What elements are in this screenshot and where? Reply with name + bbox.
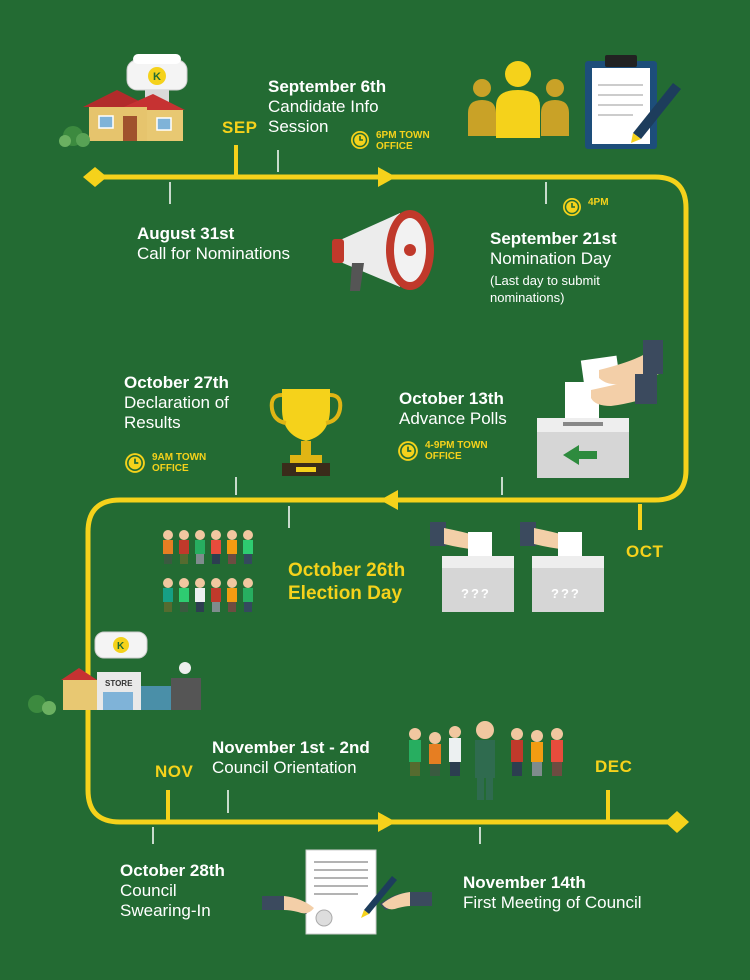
event-sep6-sub-1: Candidate Info [268,97,379,116]
event-oct13: October 13th Advance Polls [399,389,507,429]
month-label-dec: DEC [595,757,633,776]
event-nov14-sub: First Meeting of Council [463,893,642,912]
event-sep21-time: 4PM [562,197,658,217]
event-sep21-sub: Nomination Day [490,249,611,268]
month-label-oct: OCT [626,542,664,561]
store-icon: K STORE [28,631,201,715]
people-group-icon [468,61,569,138]
clipboard-icon [585,55,681,149]
svg-text:K: K [117,641,125,652]
event-oct13-title: October 13th [399,389,504,408]
event-aug31-title: August 31st [137,224,235,243]
event-oct13-time-label: 4-9PM TOWN OFFICE [425,440,488,462]
pen-icon [631,83,681,143]
event-oct28-title: October 28th [120,861,225,880]
event-oct26-title-1: October 26th [288,560,406,581]
event-oct28-sub-2: Swearing-In [120,901,211,920]
arrow-right-2 [378,812,396,832]
event-oct26: October 26th Election Day [288,559,405,605]
event-sep6-time-label: 6PM TOWN OFFICE [376,130,430,152]
event-nov1: November 1st - 2nd Council Orientation [212,738,370,778]
event-oct28: October 28th Council Swearing-In [120,861,225,921]
event-sep21-time-label: 4PM [588,197,609,208]
event-oct13-time: 4-9PM TOWN OFFICE [397,440,490,462]
house-icon: K [59,54,188,147]
trophy-icon [269,389,343,476]
megaphone-icon [332,210,434,291]
clock-icon [351,131,369,149]
event-sep21-note-2: nominations) [490,290,565,305]
event-nov1-sub: Council Orientation [212,758,357,777]
ballot-box-mark: ??? [461,586,491,601]
event-sep6-title: September 6th [268,77,387,96]
event-oct28-sub-1: Council [120,881,177,900]
event-oct27-sub-1: Declaration of [124,393,229,412]
month-label-nov: NOV [155,762,194,781]
clock-icon [563,198,581,216]
event-aug31: August 31st Call for Nominations [137,224,290,264]
event-sep6-sub-2: Session [268,117,329,136]
store-sign: STORE [105,679,133,688]
arrow-right-1 [378,167,396,187]
event-oct27-time-label: 9AM TOWN OFFICE [152,452,207,474]
event-oct27-title: October 27th [124,373,229,392]
event-oct27-time: 9AM TOWN OFFICE [124,452,212,474]
timeline-start-marker [83,167,107,187]
svg-text:K: K [153,71,161,83]
event-sep6: September 6th Candidate Info Session [268,77,386,137]
clock-icon [398,441,418,461]
crowd-icon [163,530,253,612]
event-nov1-title: November 1st - 2nd [212,738,370,757]
event-sep21-title: September 21st [490,229,617,248]
event-nov14-title: November 14th [463,873,586,892]
ballot-box-mark: ??? [551,586,581,601]
event-nov14: November 14th First Meeting of Council [463,873,642,913]
month-label-sep: SEP [222,118,258,137]
council-group-icon [409,721,563,800]
event-sep21: September 21st Nomination Day (Last day … [490,229,617,306]
arrow-left [380,490,398,510]
event-aug31-sub: Call for Nominations [137,244,291,263]
event-sep21-note-1: (Last day to submit [490,273,600,288]
handshake-contract-icon [262,849,432,935]
event-oct27-sub-2: Results [124,413,181,432]
clock-icon [125,453,145,473]
event-sep6-time: 6PM TOWN OFFICE [350,130,446,152]
event-oct27: October 27th Declaration of Results [124,373,229,433]
water-tower-icon: K [94,631,148,659]
event-oct13-sub: Advance Polls [399,409,507,428]
event-oct26-title-2: Election Day [288,583,403,604]
ballot-box-icon: ??? ??? [430,522,604,612]
timeline-end-marker [665,811,689,833]
ballot-box-icon [537,340,663,478]
